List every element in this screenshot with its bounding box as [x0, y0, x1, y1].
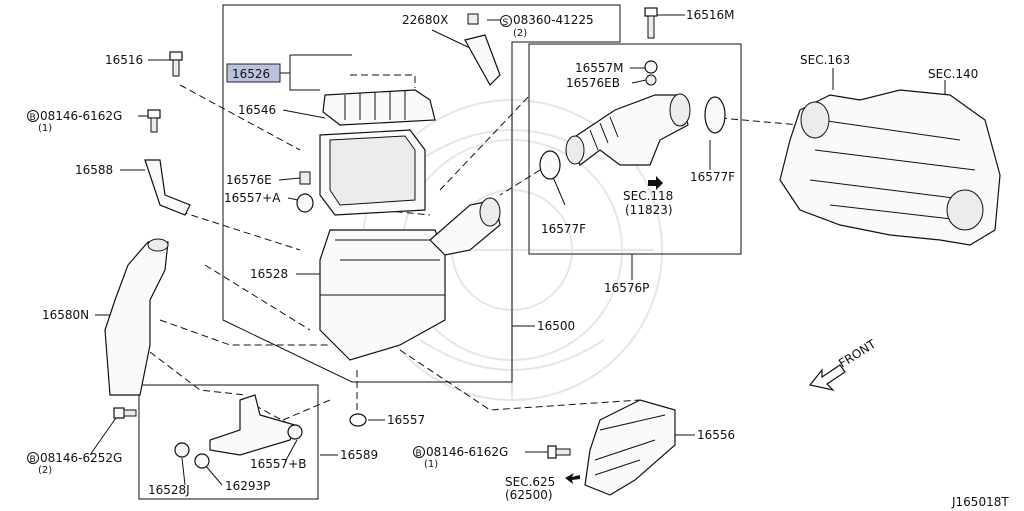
label-16516m: 16516M: [686, 8, 735, 22]
circled-b-icon: B: [27, 110, 39, 123]
label-16557m: 16557M: [575, 61, 624, 75]
label-16577f-left: 16577F: [541, 222, 586, 236]
circled-b-icon: B: [413, 446, 425, 459]
label-16576p: 16576P: [604, 281, 649, 295]
diagram-id: J165018T: [951, 495, 1009, 509]
air-cleaner-cover-16526: [322, 89, 436, 126]
grommet-16557: [349, 413, 367, 427]
label-16528j: 16528J: [148, 483, 190, 497]
label-16576e: 16576E: [226, 173, 272, 187]
label-08146-6252g-qty: (2): [38, 465, 52, 476]
label-front: FRONT: [836, 337, 879, 371]
svg-text:S: S: [503, 18, 509, 28]
label-16577f-right: 16577F: [690, 170, 735, 184]
grommet-16528j: [174, 442, 190, 458]
inlet-resonator-16556: [584, 399, 676, 496]
label-08146-6162g: 08146-6162G: [40, 109, 122, 123]
grommet-16557b: [287, 424, 303, 440]
label-16526: 16526: [232, 67, 270, 81]
label-16580n: 16580N: [42, 308, 89, 322]
arrow-sec118: [648, 176, 663, 190]
grommet-16557m: [644, 60, 658, 74]
label-16557a: 16557+A: [224, 191, 281, 205]
arrow-sec625: [565, 473, 580, 484]
label-16516: 16516: [105, 53, 143, 67]
assembly-16589-frame: [138, 384, 319, 500]
label-16528: 16528: [250, 267, 288, 281]
label-08146-6162g-qty: (1): [38, 123, 52, 134]
label-08146-6162g-lower-qty: (1): [424, 459, 438, 470]
svg-text:B: B: [30, 113, 36, 123]
label-16556: 16556: [697, 428, 735, 442]
label-08360-qty: (2): [513, 28, 527, 39]
bolt-08146-6252g: [113, 407, 137, 419]
clamp-16577f-left: [539, 150, 561, 180]
grommet-16576eb: [645, 74, 657, 86]
label-08146-6162g-lower: 08146-6162G: [426, 445, 508, 459]
clamp-16577f-right: [704, 96, 726, 134]
leader-lines: [149, 74, 801, 431]
bracket-16589: [209, 394, 296, 456]
filter-element-16546: [319, 129, 426, 216]
circled-b-icon: B: [27, 452, 39, 465]
bolt-16516: [169, 51, 183, 77]
svg-text:B: B: [30, 455, 36, 465]
label-sec163: SEC.163: [800, 53, 850, 67]
air-duct-16576p: [565, 93, 691, 166]
air-cleaner-body-16528: [319, 197, 501, 361]
assembly-16576p-frame: [528, 43, 742, 255]
assembly-16500-frame: [222, 4, 621, 383]
label-08146-6252g: 08146-6252G: [40, 451, 122, 465]
label-16557: 16557: [387, 413, 425, 427]
sensor-22680x: [464, 13, 501, 86]
grommet-16293p: [194, 453, 210, 469]
label-sec118-sub: (11823): [625, 203, 673, 217]
grommet-16557a: [296, 193, 314, 213]
label-16589: 16589: [340, 448, 378, 462]
bolt-08146-6162g: [147, 109, 161, 133]
highlight-16526: [226, 63, 281, 83]
label-sec625: SEC.625: [505, 475, 555, 489]
inlet-duct-16580n: [104, 238, 169, 396]
label-22680x: 22680X: [402, 13, 448, 27]
circled-s-icon: S: [500, 15, 512, 28]
intake-manifold-sec163-sec140: [779, 89, 1001, 246]
label-16557b: 16557+B: [250, 457, 306, 471]
bolt-08146-6162g-lower: [547, 445, 571, 459]
label-16576eb: 16576EB: [566, 76, 620, 90]
label-16546: 16546: [238, 103, 276, 117]
label-sec140: SEC.140: [928, 67, 978, 81]
grommet-16576e: [299, 171, 311, 185]
label-sec118: SEC.118: [623, 189, 673, 203]
label-16588: 16588: [75, 163, 113, 177]
label-sec625-sub: (62500): [505, 488, 553, 502]
label-16500: 16500: [537, 319, 575, 333]
front-arrow-icon: [808, 364, 846, 392]
bolt-16516m: [644, 7, 658, 39]
label-16293p: 16293P: [225, 479, 270, 493]
bracket-16588: [144, 159, 191, 216]
svg-text:B: B: [416, 449, 422, 459]
label-08360-41225: 08360-41225: [513, 13, 594, 27]
